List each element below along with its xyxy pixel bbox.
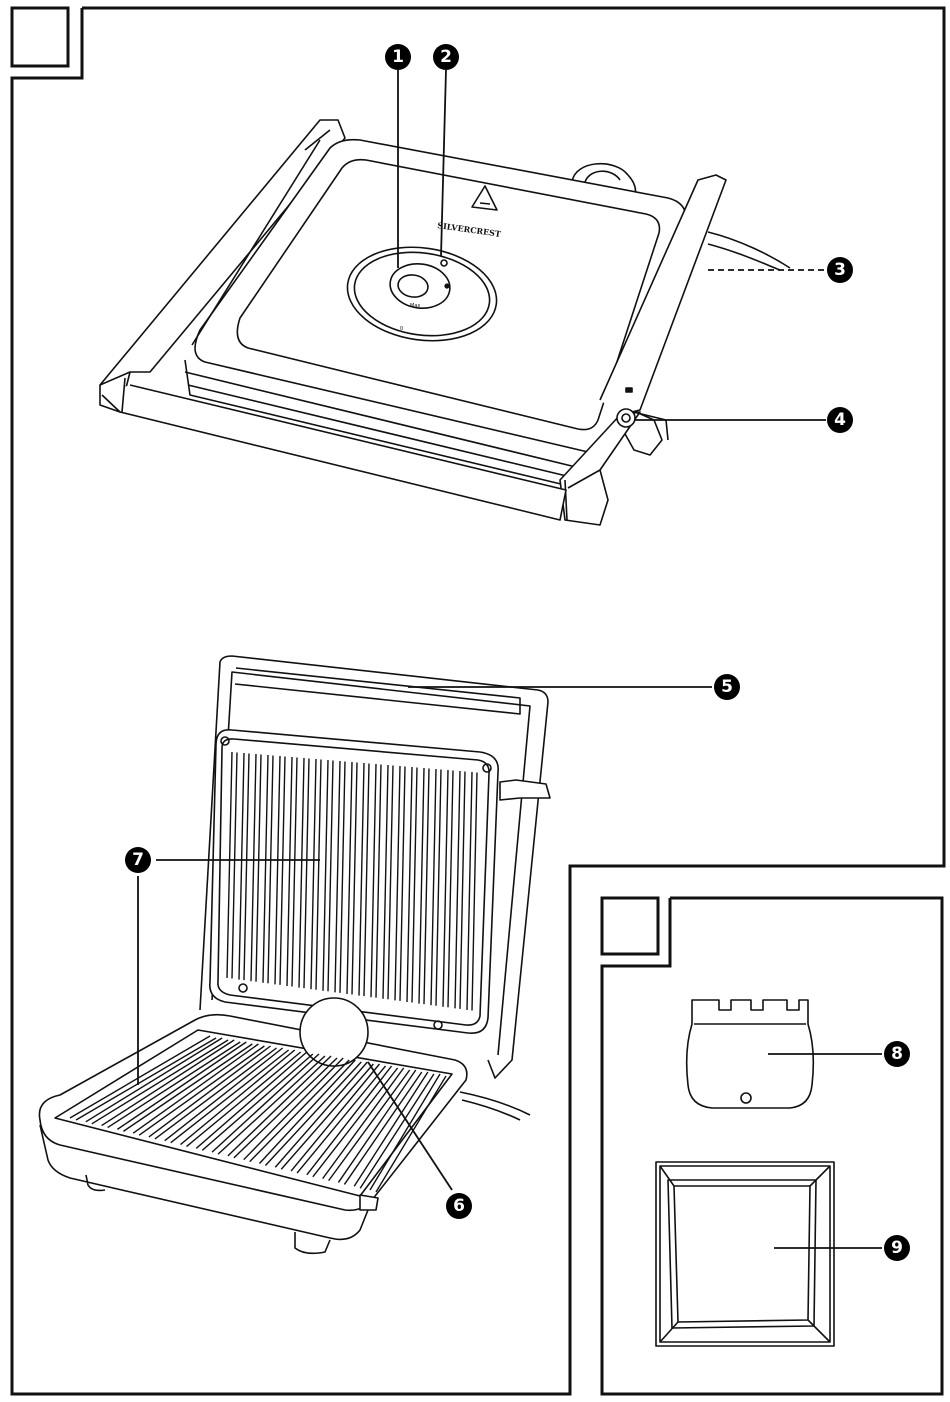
callout-6-number: 6 [453,1196,465,1216]
callout-7-number: 7 [132,850,144,870]
callout-1-number: 1 [392,47,404,67]
callout-2-number: 2 [440,47,452,67]
callout-5: 5 [714,674,740,700]
callout-8: 8 [884,1041,910,1067]
drip-tray-drawing [656,1162,834,1346]
callout-8-number: 8 [891,1044,903,1064]
dial-label-min: 0 [400,326,403,332]
callout-9: 9 [884,1235,910,1261]
callout-7: 7 [125,847,151,873]
callout-2: 2 [433,44,459,70]
callout-5-number: 5 [721,677,733,697]
main-panel-label-box [12,8,68,66]
callout-4: 4 [827,407,853,433]
callout-4-number: 4 [834,410,846,430]
dial-label-max: Max [410,303,420,309]
callout-9-number: 9 [891,1238,903,1258]
callout-3: 3 [827,257,853,283]
closed-grill-drawing [100,120,790,525]
callout-3-number: 3 [834,260,846,280]
accessory-panel-label-box [602,898,658,954]
callout-1: 1 [385,44,411,70]
callout-6: 6 [446,1193,472,1219]
